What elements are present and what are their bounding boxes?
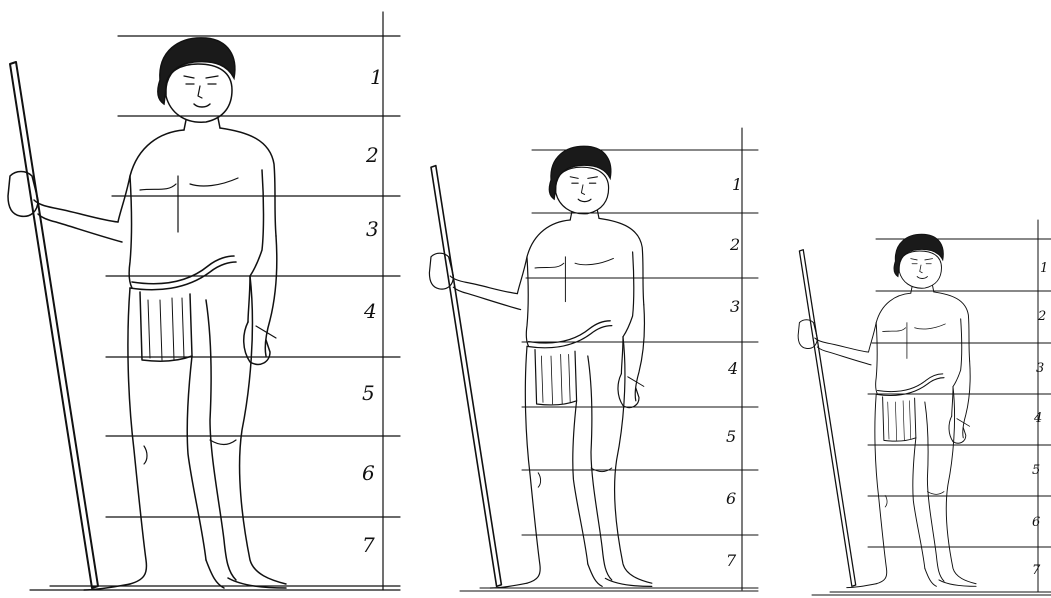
scale-label: 3 xyxy=(1036,361,1044,376)
scale-label: 1 xyxy=(370,65,383,89)
scale-label: 3 xyxy=(366,217,379,241)
scale-label: 5 xyxy=(726,427,736,446)
scale-label: 6 xyxy=(362,461,375,485)
scale-label: 4 xyxy=(363,299,377,323)
figure-medium: 1 2 3 4 5 6 7 xyxy=(429,128,758,591)
figure-drawing-small xyxy=(798,234,976,587)
figure-small: 1 2 3 4 5 6 7 xyxy=(798,220,1051,595)
scale-labels-small: 1 2 3 4 5 6 7 xyxy=(1032,261,1048,578)
scale-label: 1 xyxy=(1040,261,1048,276)
scale-label: 5 xyxy=(362,381,375,405)
scale-labels-large: 1 2 3 4 5 6 7 xyxy=(362,65,383,557)
scale-label: 7 xyxy=(726,551,737,570)
scale-label: 2 xyxy=(365,143,379,167)
scale-labels-medium: 1 2 3 4 5 6 7 xyxy=(726,175,742,570)
scale-label: 1 xyxy=(732,175,742,194)
scale-label: 2 xyxy=(1037,309,1046,324)
scale-label: 4 xyxy=(1033,411,1042,426)
scale-label: 5 xyxy=(1032,463,1040,478)
scale-label: 6 xyxy=(726,489,736,508)
scale-label: 6 xyxy=(1032,515,1040,530)
scale-label: 2 xyxy=(729,235,740,254)
figure-drawing-large xyxy=(8,38,286,590)
scale-label: 7 xyxy=(362,533,375,557)
scale-grid-medium xyxy=(460,128,758,591)
scale-label: 7 xyxy=(1032,563,1041,578)
scale-label: 4 xyxy=(727,359,738,378)
scale-label: 3 xyxy=(730,297,740,316)
figure-large: 1 2 3 4 5 6 7 xyxy=(8,12,400,590)
